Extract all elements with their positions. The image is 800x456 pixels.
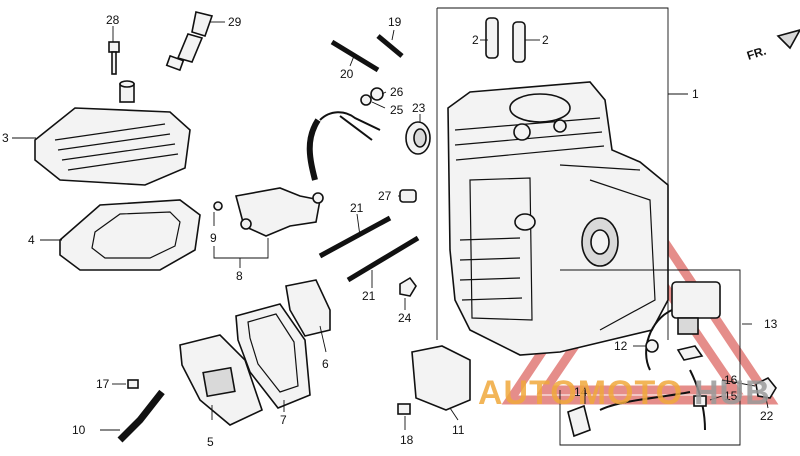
stud-21-upper <box>318 215 392 259</box>
callout-1: 1 <box>692 87 699 101</box>
breather-plate <box>285 279 331 337</box>
watermark-text: AUTOMOTO HUB <box>478 374 771 412</box>
callout-2b: 2 <box>542 33 549 47</box>
callout-13: 13 <box>764 317 778 331</box>
callout-21b: 21 <box>362 289 376 303</box>
callout-27: 27 <box>378 189 392 203</box>
callout-4: 4 <box>28 233 35 247</box>
callout-3: 3 <box>2 131 9 145</box>
leader-1-frame <box>437 7 669 340</box>
valve-cover-gasket <box>235 303 311 409</box>
front-direction-marker: FR. <box>745 29 800 63</box>
callout-19: 19 <box>388 15 402 29</box>
callout-22: 22 <box>760 409 774 423</box>
bolt-22 <box>755 376 777 399</box>
watermark-brand-a: AUTOMOTO <box>478 374 683 412</box>
bolt-28 <box>108 41 120 75</box>
callout-10: 10 <box>72 423 86 437</box>
bolt-17 <box>127 379 139 389</box>
callout-23: 23 <box>412 101 426 115</box>
callout-9: 9 <box>210 231 217 245</box>
dowel-pins <box>485 17 526 63</box>
arrow-icon <box>776 29 800 50</box>
collar-27 <box>399 189 417 203</box>
callout-15: 15 <box>724 389 738 403</box>
callout-21a: 21 <box>350 201 364 215</box>
clip-9 <box>213 201 223 211</box>
callout-16: 16 <box>724 373 738 387</box>
callout-25: 25 <box>390 103 404 117</box>
front-label: FR. <box>745 44 768 63</box>
callout-17: 17 <box>96 377 110 391</box>
breather-hose <box>117 389 165 443</box>
callout-20: 20 <box>340 67 354 81</box>
callout-24: 24 <box>398 311 412 325</box>
callout-11: 11 <box>452 423 465 437</box>
valve-cover <box>179 334 263 426</box>
callout-14: 14 <box>574 385 588 399</box>
callout-2a: 2 <box>472 33 479 47</box>
stud-20 <box>330 39 380 73</box>
callout-26: 26 <box>390 85 404 99</box>
oil-seal <box>405 121 431 155</box>
stud-19 <box>376 34 404 58</box>
cylinder-block <box>447 81 669 356</box>
breather-assembly <box>235 111 381 237</box>
watermark-brand-b: HUB <box>694 374 771 412</box>
cylinder-head <box>34 80 191 186</box>
stud-21-lower <box>346 235 420 283</box>
washer-25 <box>360 94 372 106</box>
leader-13-frame <box>559 269 741 446</box>
nut-24 <box>399 276 417 297</box>
ignition-coil <box>567 281 721 438</box>
callout-6: 6 <box>322 357 329 371</box>
bracket-11 <box>411 345 471 411</box>
callout-7: 7 <box>280 413 287 427</box>
callout-8: 8 <box>236 269 243 283</box>
leader-lines <box>12 21 769 431</box>
callout-18: 18 <box>400 433 414 447</box>
bolt-18 <box>397 403 411 415</box>
head-gasket <box>59 199 201 271</box>
callout-numbers: 1 2 2 3 4 5 6 7 8 9 10 11 12 13 14 15 16… <box>2 13 778 449</box>
callout-28: 28 <box>106 13 120 27</box>
callout-29: 29 <box>228 15 242 29</box>
callout-12: 12 <box>614 339 628 353</box>
spark-plug <box>165 11 214 72</box>
nut-26 <box>370 87 384 101</box>
callout-5: 5 <box>207 435 214 449</box>
